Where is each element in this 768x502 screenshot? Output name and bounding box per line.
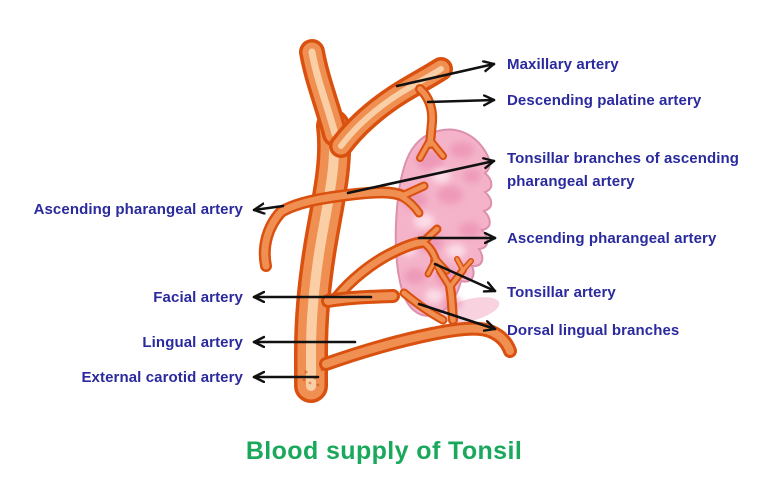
arrow-dorsal-lingual-branches (417, 302, 497, 329)
leader-arrows (252, 64, 497, 377)
artery-descending-palatine (415, 84, 447, 162)
label-facial-artery: Facial artery (153, 289, 243, 306)
artery-upper-branch (299, 39, 348, 147)
label-tonsillar-artery: Tonsillar artery (507, 284, 616, 301)
label-tonsillar-branches: Tonsillar branches of ascending pharange… (507, 150, 740, 190)
arrow-ascending-pharangeal-left (252, 206, 285, 210)
arrow-maxillary-artery (395, 64, 496, 88)
trunk-cut-speckles (302, 368, 324, 387)
arrow-tonsillar-artery (433, 262, 497, 291)
artery-maxillary (329, 57, 453, 158)
arrow-tonsillar-branches (346, 161, 496, 195)
label-dorsal-lingual-branches: Dorsal lingual branches (507, 322, 680, 339)
diagram-title: Blood supply of Tonsil (245, 437, 523, 465)
label-ascending-pharangeal-right: Ascending pharangeal artery (507, 230, 717, 247)
label-ascending-pharangeal-left: Ascending pharangeal artery (33, 201, 243, 218)
label-descending-palatine-artery: Descending palatine artery (507, 92, 702, 109)
artery-dorsal-lingual-branch (399, 288, 448, 325)
arrow-descending-palatine-artery (426, 100, 496, 102)
artery-ascending-pharyngeal (258, 181, 429, 272)
arteries (258, 39, 517, 403)
label-maxillary-artery: Maxillary artery (507, 56, 619, 73)
artery-lingual (319, 321, 517, 371)
label-external-carotid-artery: External carotid artery (81, 369, 243, 386)
artery-external-carotid-trunk (294, 109, 352, 403)
artery-facial-tonsillar-course (331, 224, 451, 303)
label-lingual-artery: Lingual artery (142, 334, 243, 351)
